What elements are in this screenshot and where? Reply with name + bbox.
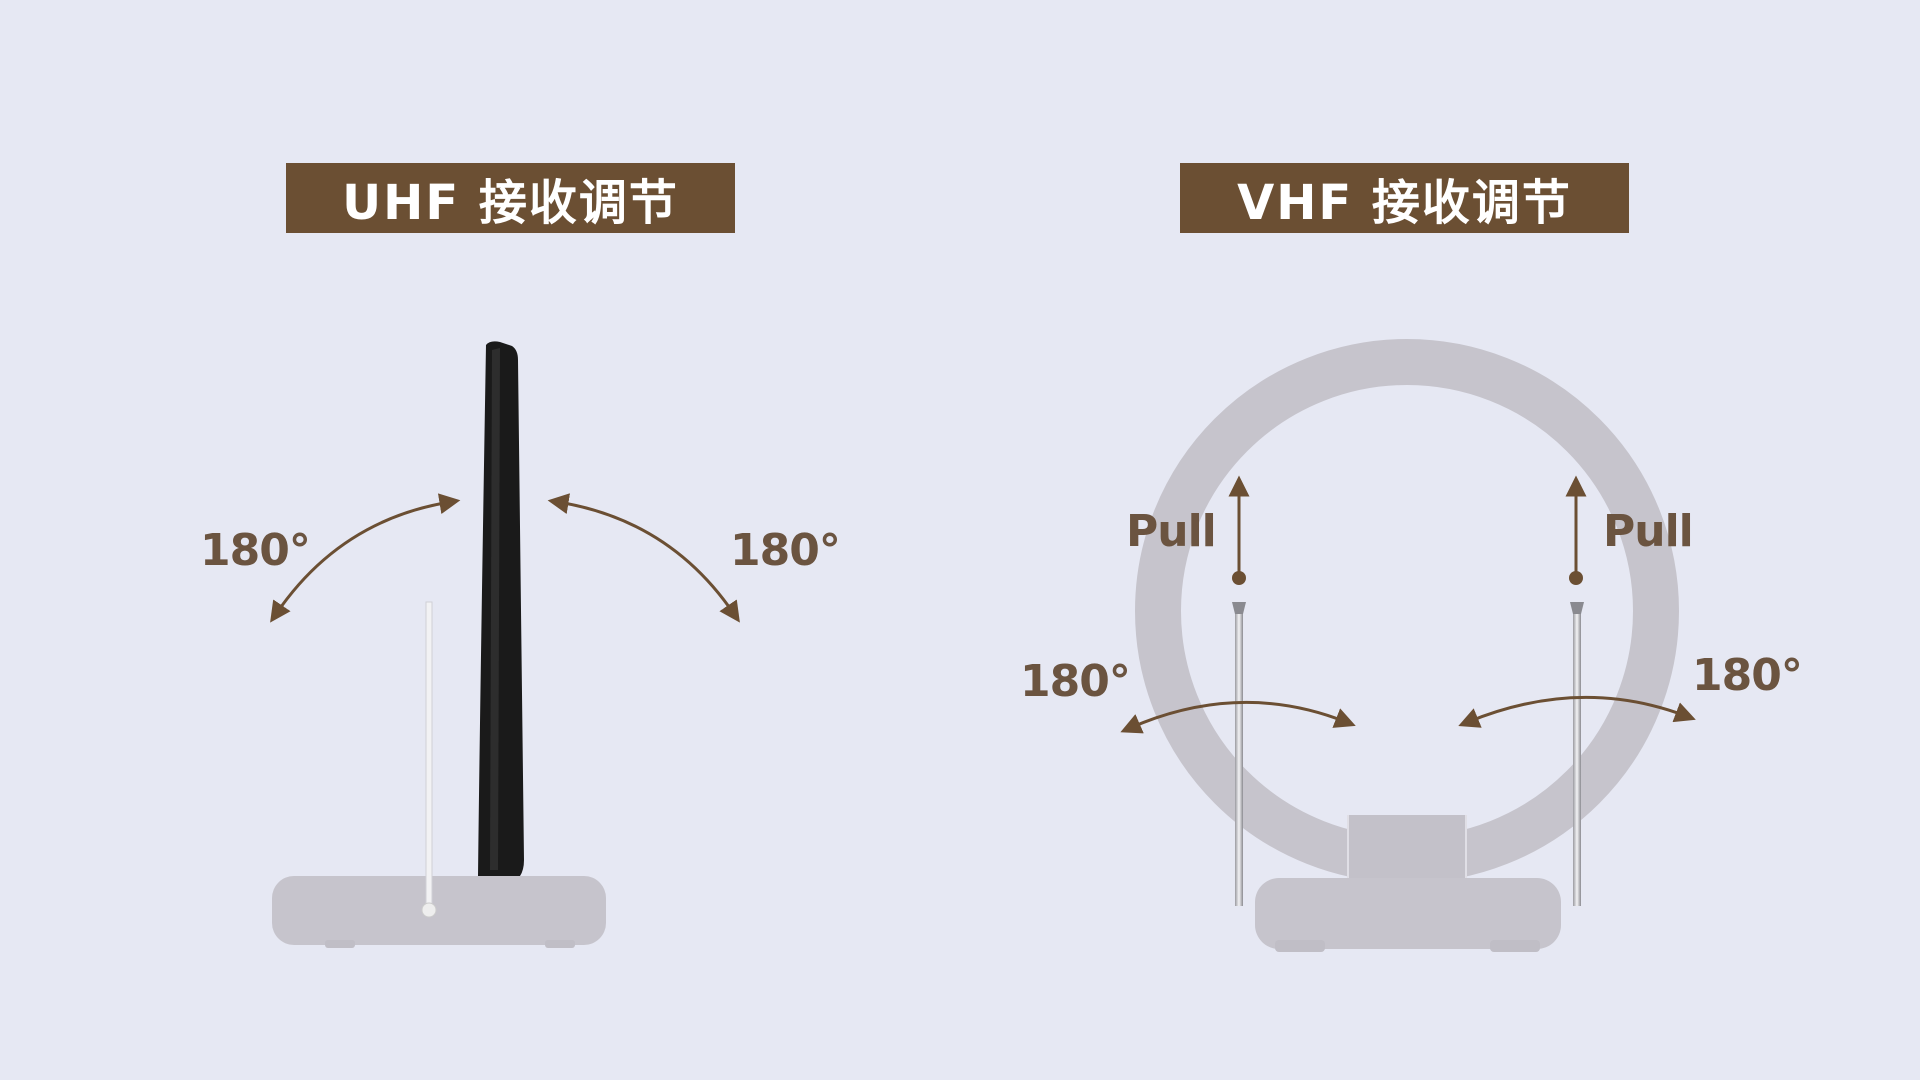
uhf-antenna-device bbox=[272, 341, 606, 948]
uhf-angle-left-label: 180° bbox=[200, 525, 311, 576]
vhf-rotate-left-arrow bbox=[1120, 700, 1356, 734]
uhf-rotate-left-arrow bbox=[270, 493, 461, 623]
uhf-title-banner: UHF 接收调节 bbox=[286, 163, 735, 233]
uhf-rotate-right-arrow bbox=[547, 493, 740, 623]
vhf-rotate-right-arrow bbox=[1458, 695, 1696, 728]
vhf-angle-left-label: 180° bbox=[1020, 656, 1131, 707]
vhf-pull-left-label: Pull bbox=[1126, 506, 1217, 557]
vhf-title-banner: VHF 接收调节 bbox=[1180, 163, 1629, 233]
vhf-pull-right-label: Pull bbox=[1603, 506, 1694, 557]
vhf-loop-antenna-device bbox=[1135, 339, 1679, 952]
vhf-pull-right-arrow bbox=[1565, 475, 1587, 585]
uhf-angle-right-label: 180° bbox=[730, 525, 841, 576]
vhf-pull-left-arrow bbox=[1228, 475, 1250, 585]
vhf-angle-right-label: 180° bbox=[1692, 650, 1803, 701]
